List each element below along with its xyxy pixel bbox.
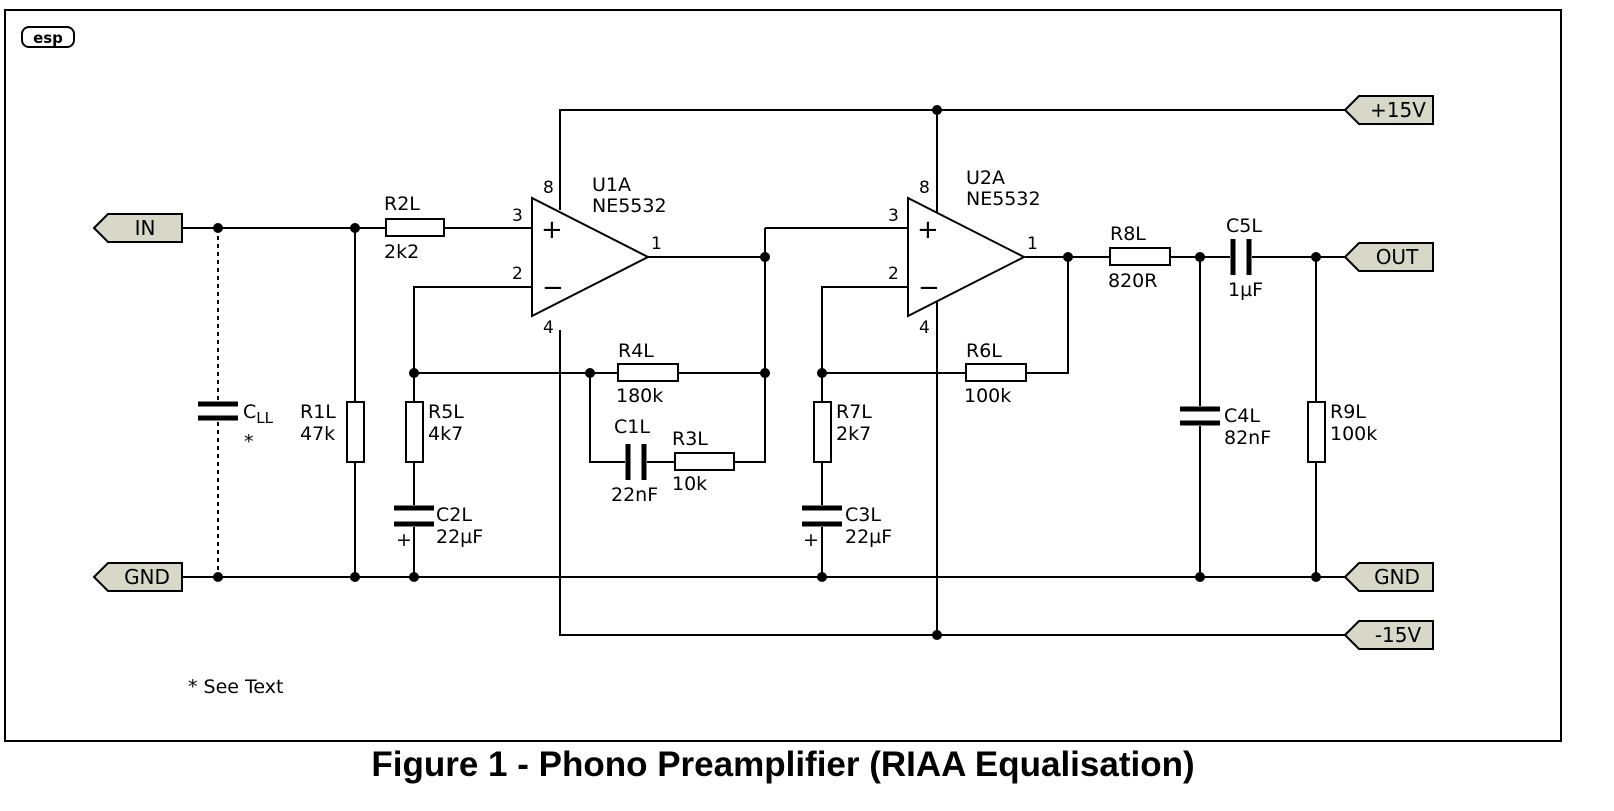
r4l-ref: R4L: [618, 340, 654, 362]
c1l-value: 22nF: [611, 484, 658, 506]
see-text-note: * See Text: [188, 676, 283, 698]
resistor-r7l: [813, 401, 832, 463]
resistor-r3l: [674, 452, 735, 471]
u1a-pin-1: 1: [651, 234, 662, 254]
u2a-pin-1: 1: [1027, 234, 1038, 254]
c3l-value: 22µF: [845, 526, 892, 548]
cll-ref-sub: LL: [256, 409, 273, 427]
u1a-pin-8: 8: [543, 178, 554, 198]
c5l-ref: C5L: [1226, 215, 1262, 237]
r1l-value: 47k: [300, 423, 335, 445]
r3l-ref: R3L: [672, 428, 708, 450]
u1a-pin-3: 3: [512, 206, 523, 226]
port-gnd-right: GND: [1343, 562, 1434, 592]
r1l-ref: R1L: [300, 401, 336, 423]
resistor-r1l: [346, 401, 365, 463]
c3l-ref: C3L: [845, 504, 881, 526]
c1l-ref: C1L: [614, 416, 650, 438]
r5l-ref: R5L: [428, 401, 464, 423]
c5l-value: 1µF: [1228, 279, 1263, 301]
capacitor-c5l: [1230, 239, 1252, 275]
capacitor-c1l: [625, 444, 647, 480]
r7l-value: 2k7: [836, 423, 871, 445]
opamp-u1a: + − 3 2 1 8 4 U1A NE5532: [512, 174, 667, 338]
port-gnd-left: GND: [92, 562, 183, 592]
figure-caption: Figure 1 - Phono Preamplifier (RIAA Equa…: [371, 745, 1194, 784]
r8l-ref: R8L: [1110, 223, 1146, 245]
r6l-ref: R6L: [966, 340, 1002, 362]
u1a-pin-4: 4: [543, 318, 554, 338]
port-in-label: IN: [135, 216, 156, 240]
capacitor-cll: [198, 401, 238, 421]
port-vneg-label: -15V: [1375, 623, 1422, 647]
capacitor-c3l: [802, 505, 842, 527]
port-vneg: -15V: [1343, 620, 1434, 650]
port-gnd-left-label: GND: [124, 565, 170, 589]
u2a-ref: U2A: [966, 167, 1005, 189]
port-gnd-right-label: GND: [1374, 565, 1420, 589]
resistor-r6l: [965, 363, 1027, 382]
svg-text:esp: esp: [33, 29, 63, 47]
u1a-pin-2: 2: [512, 264, 523, 284]
u1a-part: NE5532: [592, 195, 667, 217]
r2l-value: 2k2: [384, 241, 419, 263]
c2l-plus: +: [396, 529, 412, 551]
resistor-r2l: [385, 218, 445, 237]
diagram-frame: [4, 9, 1562, 742]
resistor-r5l: [405, 401, 424, 463]
cll-ref-main: C: [243, 401, 256, 423]
port-out: OUT: [1343, 242, 1434, 272]
resistor-r4l: [617, 363, 679, 382]
r8l-value: 820R: [1108, 270, 1157, 292]
u2a-minus-sign: −: [918, 273, 940, 303]
r2l-ref: R2L: [384, 193, 420, 215]
r7l-ref: R7L: [836, 401, 872, 423]
r4l-value: 180k: [616, 385, 663, 407]
capacitor-c2l: [394, 505, 434, 527]
c4l-value: 82nF: [1224, 427, 1271, 449]
cll-ref: CLL: [243, 401, 274, 427]
wires: [182, 109, 1345, 636]
c2l-value: 22µF: [436, 526, 483, 548]
u2a-part: NE5532: [966, 188, 1041, 210]
capacitor-c4l: [1180, 406, 1220, 426]
r9l-value: 100k: [1330, 423, 1377, 445]
cll-mark: *: [244, 431, 254, 453]
port-out-label: OUT: [1376, 245, 1419, 269]
port-vpos: +15V: [1343, 95, 1434, 125]
r3l-value: 10k: [672, 473, 707, 495]
u1a-minus-sign: −: [542, 273, 564, 303]
u2a-pin-8: 8: [919, 178, 930, 198]
r9l-ref: R9L: [1330, 401, 1366, 423]
esp-logo: esp: [21, 26, 75, 48]
c3l-plus: +: [803, 529, 819, 551]
r6l-value: 100k: [964, 385, 1011, 407]
opamp-u2a: + − 3 2 1 8 4 U2A NE5532: [888, 167, 1041, 338]
u1a-ref: U1A: [592, 174, 631, 196]
junctions: [213, 105, 1321, 640]
u2a-plus-sign: +: [917, 215, 939, 245]
port-vpos-label: +15V: [1370, 98, 1426, 122]
c4l-ref: C4L: [1224, 405, 1260, 427]
u1a-plus-sign: +: [541, 215, 563, 245]
u2a-pin-3: 3: [888, 206, 899, 226]
port-in: IN: [92, 213, 183, 243]
resistor-r8l: [1109, 247, 1171, 266]
r5l-value: 4k7: [428, 423, 463, 445]
u2a-pin-4: 4: [919, 318, 930, 338]
u2a-pin-2: 2: [888, 264, 899, 284]
c2l-ref: C2L: [436, 504, 472, 526]
resistor-r9l: [1307, 401, 1326, 463]
